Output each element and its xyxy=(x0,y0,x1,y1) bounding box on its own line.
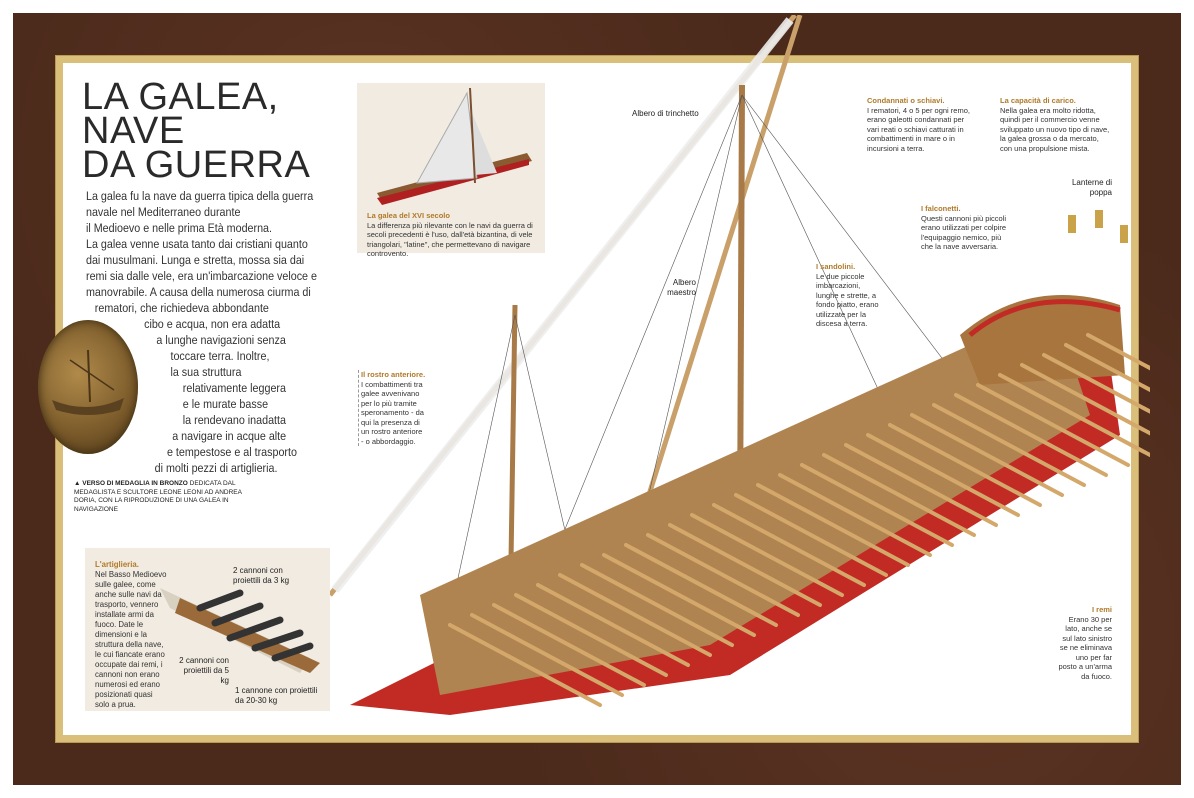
oar xyxy=(602,553,756,637)
cannons-illustration xyxy=(160,588,320,673)
label-cannone-20-30kg: 1 cannone con proiettili da 20-30 kg xyxy=(235,686,318,705)
oar xyxy=(734,493,888,577)
oar xyxy=(514,593,668,677)
oar xyxy=(690,513,844,597)
title-line: LA GALEA, xyxy=(82,76,279,118)
falconetti-text: Questi cannoni più piccoli erano utilizz… xyxy=(921,213,1007,252)
condannati-text: I rematori, 4 o 5 per ogni remo, erano g… xyxy=(867,105,970,153)
remi-text: Erano 30 per lato, anche se sul lato sin… xyxy=(1058,614,1112,681)
oar xyxy=(822,453,976,537)
oar xyxy=(712,503,866,587)
oar xyxy=(624,543,778,627)
falconetti-heading: I falconetti. xyxy=(921,204,961,213)
oar xyxy=(932,403,1086,487)
intro-line: relativamente leggera xyxy=(182,381,286,395)
oar xyxy=(888,423,1042,507)
capacita-caption: La capacità di carico.Nella galea era mo… xyxy=(1000,96,1112,153)
inset-heading: La galea del XVI secolo xyxy=(367,211,450,220)
intro-line: remi sia dalle vele, era un'imbarcazione… xyxy=(86,269,317,283)
oar xyxy=(646,533,800,617)
intro-line: e tempestose e al trasporto xyxy=(166,445,297,459)
medal-caption-text: DEDICATA DAL MEDAGLISTA E SCULTORE LEONE… xyxy=(74,480,242,513)
label-cannoni-3kg: 2 cannoni con proiettili da 3 kg xyxy=(233,566,290,585)
oar xyxy=(536,583,690,667)
oar xyxy=(1064,343,1150,393)
medal-caption: ▲ VERSO DI MEDAGLIA IN BRONZO DEDICATA D… xyxy=(74,480,242,513)
sandolini-text: Le due piccole imbarcazioni, lunghe e st… xyxy=(816,271,879,329)
oar xyxy=(976,383,1130,467)
intro-line: cibo e acqua, non era adatta xyxy=(144,317,281,331)
artiglieria-box: L'artiglieria.Nel Basso Medioevo sulle g… xyxy=(85,548,330,711)
intro-line: La galea venne usata tanto dai cristiani… xyxy=(86,237,308,251)
rostro-text: I combattimenti tra galee avvenivano per… xyxy=(361,379,424,446)
artiglieria-heading: L'artiglieria. xyxy=(95,560,139,569)
oar xyxy=(1086,333,1150,371)
galea-illustration xyxy=(377,87,532,205)
intro-line: a navigare in acque alte xyxy=(172,429,287,443)
intro-text: La galea fu la nave da guerra tipica del… xyxy=(86,188,317,476)
oar xyxy=(580,563,734,647)
oar xyxy=(1020,363,1150,436)
intro-line: manovrabile. A causa della numerosa ciur… xyxy=(86,285,311,299)
oar xyxy=(954,393,1108,477)
oar xyxy=(866,433,1020,517)
oar xyxy=(558,573,712,657)
intro-line: di molti pezzi di artiglieria. xyxy=(154,461,278,475)
oar xyxy=(448,623,602,707)
oar xyxy=(668,523,822,607)
oar xyxy=(800,463,954,547)
label-albero-maestro: Albero maestro xyxy=(667,278,696,297)
oar xyxy=(998,373,1150,457)
intro-line: il Medioevo e nelle prima Età moderna. xyxy=(86,221,272,235)
inset-text: La differenza più rilevante con le navi … xyxy=(367,220,533,259)
intro-line: dai musulmani. Lunga e stretta, mossa si… xyxy=(86,253,305,267)
label-cannoni-5kg: 2 cannoni con proiettili da 5 kg xyxy=(179,656,229,685)
artiglieria-text: Nel Basso Medioevo sulle galee, come anc… xyxy=(95,570,167,709)
oar xyxy=(492,603,646,687)
intro-line: La galea fu la nave da guerra tipica del… xyxy=(86,189,314,203)
intro-line: e le murate basse xyxy=(182,397,269,411)
falconetti-caption: I falconetti.Questi cannoni più piccoli … xyxy=(921,204,1013,252)
intro-line: navale nel Mediterraneo durante xyxy=(86,205,241,219)
medal-caption-bold: VERSO DI MEDAGLIA IN BRONZO xyxy=(82,480,188,487)
intro-line: rematori, che richiedeva abbondante xyxy=(94,301,269,315)
intro-line: la sua struttura xyxy=(170,365,242,379)
oar xyxy=(844,443,998,527)
capacita-heading: La capacità di carico. xyxy=(1000,96,1076,105)
capacita-text: Nella galea era molto ridotta, quindi pe… xyxy=(1000,105,1110,153)
title-line: DA GUERRA xyxy=(82,144,311,186)
oar xyxy=(756,483,910,567)
galley-illustration xyxy=(330,15,1150,715)
oar xyxy=(778,473,932,557)
title-line: NAVE xyxy=(82,110,185,152)
label-albero-trinchetto: Albero di trinchetto xyxy=(632,109,699,118)
oar xyxy=(1042,353,1150,414)
page-title: LA GALEA, NAVE DA GUERRA xyxy=(82,76,311,186)
remi-heading: I remi xyxy=(1091,605,1112,614)
rostro-caption: Il rostro anteriore.I combattimenti tra … xyxy=(358,370,426,446)
oar xyxy=(910,413,1064,497)
condannati-heading: Condannati o schiavi. xyxy=(867,96,945,105)
sandolini-caption: I sandolini.Le due piccole imbarcazioni,… xyxy=(816,262,884,329)
rostro-heading: Il rostro anteriore. xyxy=(361,370,426,379)
label-lanterne-poppa: Lanterne di poppa xyxy=(1071,178,1112,197)
intro-line: la rendevano inadatta xyxy=(182,413,286,427)
intro-line: toccare terra. Inoltre, xyxy=(170,349,270,363)
intro-line: a lunghe navigazioni senza xyxy=(156,333,286,347)
bronze-medal xyxy=(38,320,138,454)
condannati-caption: Condannati o schiavi.I rematori, 4 o 5 p… xyxy=(867,96,977,153)
oar xyxy=(470,613,624,697)
sandolini-heading: I sandolini. xyxy=(816,262,856,271)
